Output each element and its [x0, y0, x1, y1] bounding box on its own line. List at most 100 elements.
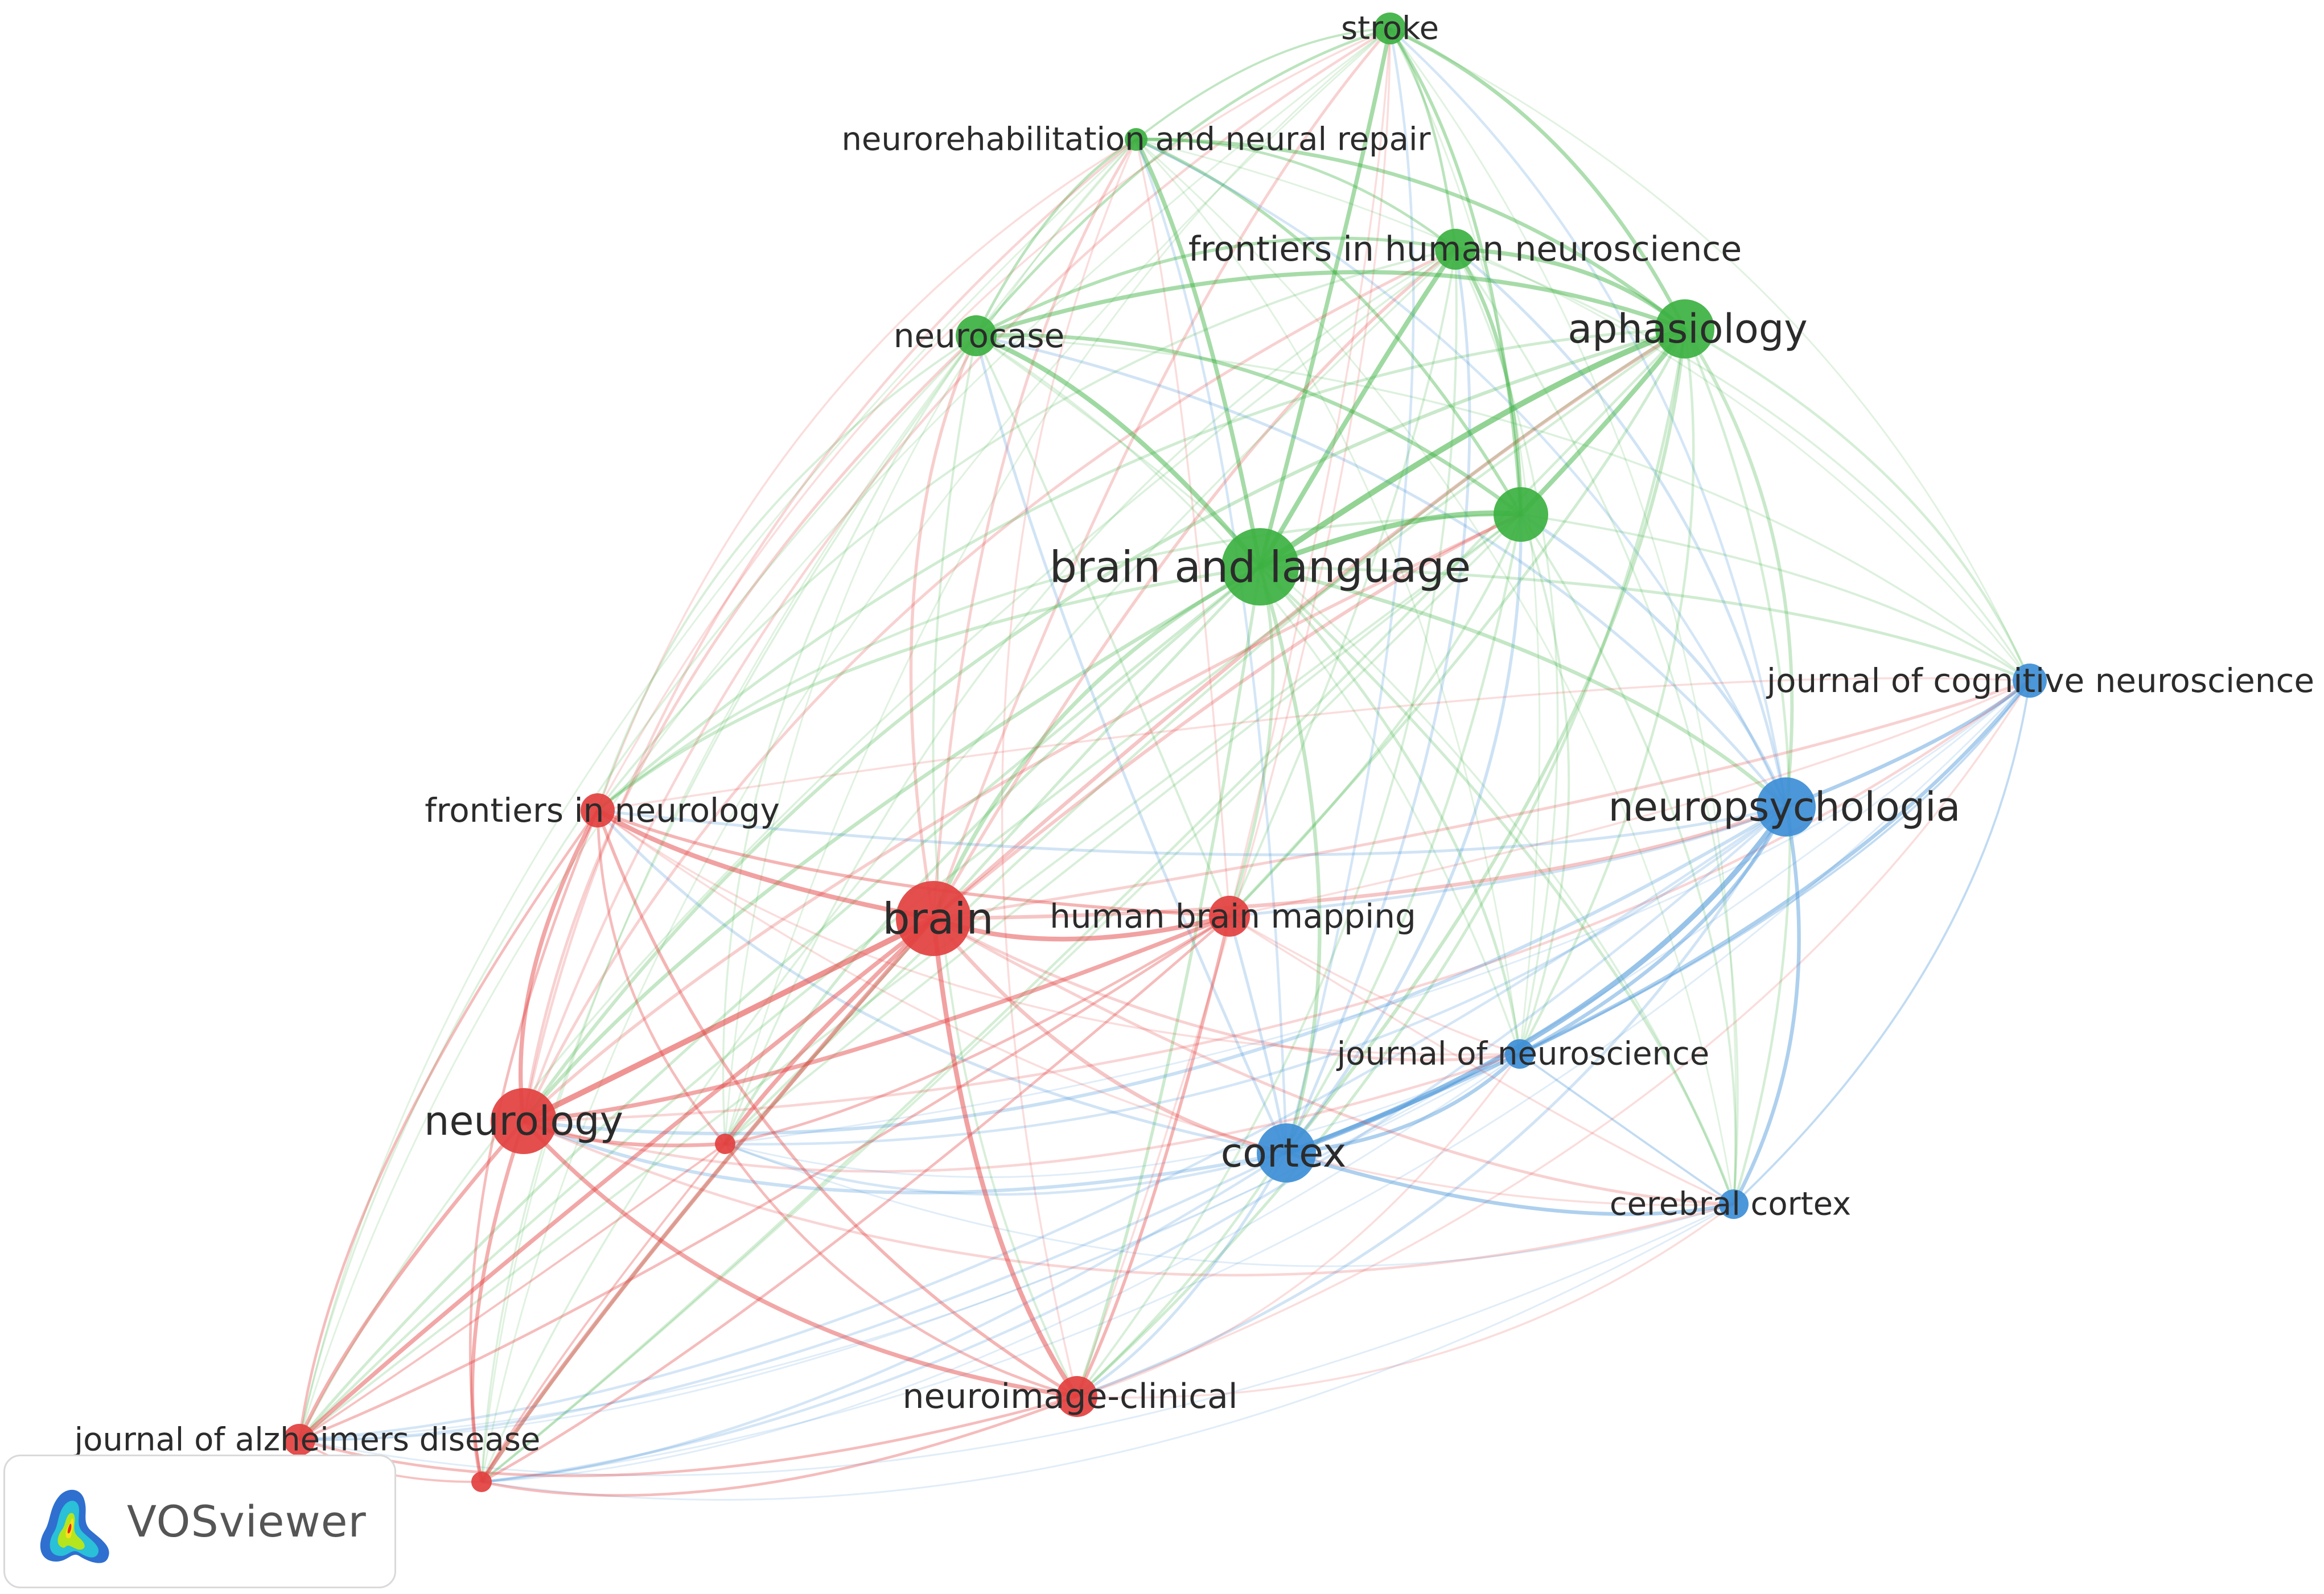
node-r_small1[interactable] — [715, 1134, 735, 1154]
node-label-jad: journal of alzheimers disease — [73, 1422, 541, 1459]
edge-r_small1-jad — [298, 1143, 726, 1441]
edge-cortex-r_small2 — [481, 1152, 1288, 1484]
edge-neuropsychologia-jad — [299, 806, 1787, 1441]
edge-aphasiology-hbm — [1228, 328, 1687, 917]
edge-g_unlabeled-nic — [1076, 514, 1523, 1398]
edge-g_unlabeled-neuropsychologia — [1520, 513, 1788, 808]
edge-stroke-neurology — [522, 27, 1391, 1122]
node-label-fhn: frontiers in human neuroscience — [1188, 229, 1742, 269]
edge-stroke-neurocase — [975, 27, 1391, 337]
edge-aphasiology-r_small2 — [480, 328, 1686, 1483]
edge-neurocase-r_small1 — [722, 335, 977, 1144]
edge-g_unlabeled-bal — [1259, 510, 1521, 570]
node-nnr[interactable] — [1125, 128, 1147, 151]
node-g_unlabeled[interactable] — [1494, 487, 1548, 542]
edge-neuropsychologia-fin — [597, 805, 1787, 856]
edge-cc-r_small2 — [481, 1203, 1734, 1501]
edge-stroke-jn — [1389, 28, 1541, 1055]
edge-brain-r_small2 — [479, 917, 935, 1484]
node-neurology[interactable] — [491, 1088, 557, 1154]
edge-jn-nic — [1076, 1053, 1521, 1398]
edge-stroke-neuropsychologia — [1389, 27, 1788, 808]
network-edges — [298, 27, 2031, 1501]
edge-fhn-cortex — [1285, 249, 1471, 1154]
edge-nic-jad — [299, 1395, 1077, 1477]
node-aphasiology[interactable] — [1655, 299, 1714, 359]
node-label-aphasiology: aphasiology — [1568, 306, 1807, 352]
edge-nnr-hbm — [1135, 139, 1231, 917]
edge-fhn-aphasiology — [1455, 247, 1687, 331]
edge-g_unlabeled-hbm — [1228, 514, 1523, 917]
edge-fhn-hbm — [1228, 249, 1457, 917]
node-stroke[interactable] — [1374, 13, 1406, 44]
edge-stroke-hbm — [1228, 28, 1391, 917]
edge-g_unlabeled-cortex — [1285, 514, 1523, 1154]
node-fhn[interactable] — [1435, 229, 1476, 270]
node-jn[interactable] — [1505, 1039, 1535, 1069]
edge-fhn-neuropsychologia — [1454, 248, 1788, 808]
node-label-stroke: stroke — [1341, 10, 1439, 47]
edge-aphasiology-r_small1 — [724, 328, 1686, 1145]
node-label-jn: journal of neuroscience — [1336, 1036, 1710, 1073]
edge-fhn-nic — [1076, 249, 1458, 1398]
edge-bal-brain — [931, 565, 1261, 920]
node-neurocase[interactable] — [956, 315, 997, 356]
node-jcn[interactable] — [2013, 664, 2047, 698]
edge-fhn-bal — [1258, 248, 1458, 569]
node-label-neurocase: neurocase — [894, 316, 1065, 355]
edge-neuropsychologia-r_small1 — [725, 806, 1787, 1146]
edge-neuropsychologia-r_small2 — [481, 806, 1787, 1484]
node-cortex[interactable] — [1257, 1123, 1316, 1183]
edge-brain-r_small1 — [723, 917, 935, 1146]
edge-fin-r_small1 — [596, 810, 726, 1145]
node-label-bal: brain and language — [1050, 542, 1471, 592]
edge-nnr-fin — [597, 138, 1137, 811]
node-nic[interactable] — [1056, 1376, 1097, 1417]
edge-cortex-brain — [932, 917, 1287, 1155]
edge-fin-nic — [596, 810, 1078, 1398]
edge-cc-hbm — [1229, 915, 1734, 1205]
node-fin[interactable] — [581, 793, 615, 827]
edge-stroke-cc — [1389, 28, 1737, 1205]
edge-neuropsychologia-jn — [1519, 806, 1788, 1056]
edge-g_unlabeled-r_small2 — [480, 513, 1522, 1483]
edge-aphasiology-bal — [1258, 326, 1686, 570]
edge-jn-r_small2 — [481, 1053, 1520, 1483]
edge-neurology-nic — [522, 1119, 1077, 1399]
edge-hbm-jad — [299, 915, 1231, 1441]
edge-stroke-cortex — [1285, 28, 1415, 1154]
edge-aphasiology-nic — [1076, 328, 1687, 1398]
edge-fhn-jn — [1454, 249, 1559, 1055]
edge-nnr-r_small1 — [724, 138, 1137, 1144]
edge-neuropsychologia-hbm — [1229, 805, 1787, 918]
node-label-fin: frontiers in neurology — [425, 791, 780, 830]
edge-r_small1-r_small2 — [480, 1143, 726, 1482]
edge-g_unlabeled-cc — [1520, 513, 1737, 1205]
edge-bal-hbm — [1228, 566, 1275, 917]
node-cc[interactable] — [1719, 1189, 1749, 1219]
edge-aphasiology-jn — [1519, 328, 1695, 1055]
edge-nnr-fhn — [1136, 138, 1457, 250]
node-brain[interactable] — [896, 881, 971, 956]
edge-neurocase-jad — [298, 335, 977, 1440]
edge-stroke-g_unlabeled — [1388, 27, 1523, 515]
edge-neurocase-r_small2 — [480, 335, 977, 1482]
edge-nnr-jad — [298, 138, 1137, 1440]
node-hbm[interactable] — [1209, 896, 1250, 937]
edge-cc-neurology — [523, 1119, 1734, 1276]
node-r_small2[interactable] — [471, 1472, 492, 1492]
edge-g_unlabeled-brain — [932, 513, 1522, 920]
edge-bal-r_small2 — [480, 566, 1261, 1483]
node-bal[interactable] — [1221, 528, 1299, 606]
edge-neurocase-fin — [597, 335, 977, 811]
edge-stroke-r_small1 — [724, 27, 1391, 1144]
edge-aphasiology-neuropsychologia — [1683, 328, 1794, 808]
edge-fhn-neurology — [522, 248, 1457, 1122]
edge-bal-nic — [1075, 566, 1262, 1397]
edge-fhn-r_small2 — [480, 248, 1457, 1482]
edge-fin-r_small2 — [468, 810, 599, 1482]
edge-hbm-r_small1 — [725, 915, 1231, 1146]
edge-aphasiology-cortex — [1285, 328, 1687, 1154]
node-neuropsychologia[interactable] — [1757, 777, 1816, 837]
node-jad[interactable] — [283, 1424, 315, 1456]
